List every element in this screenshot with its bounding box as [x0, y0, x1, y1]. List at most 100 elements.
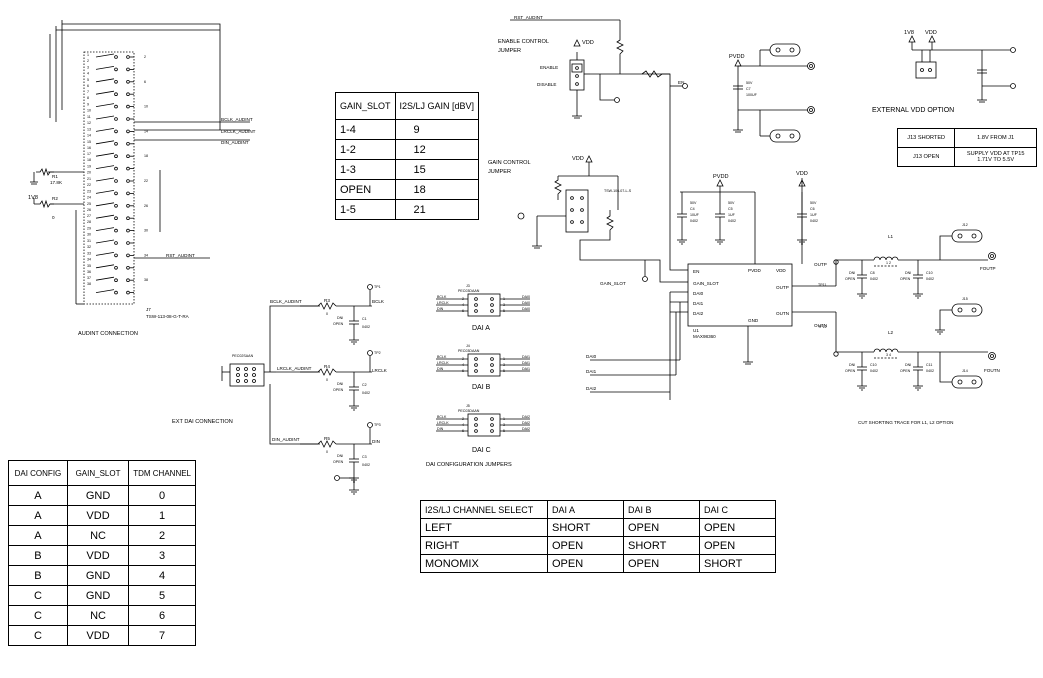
- pin-number: 10: [144, 105, 148, 109]
- dai-table-cell: 5: [128, 585, 196, 606]
- header-pin: [126, 191, 130, 196]
- vdd-u1: VDD: [796, 171, 808, 177]
- pin-number: 34: [87, 257, 91, 261]
- pin-number: 6: [87, 84, 89, 88]
- dai-table-cell: B: [8, 565, 68, 586]
- dai-table-cell: GND: [66, 485, 130, 506]
- dni-label: DNI: [849, 271, 855, 275]
- pin-number: 6: [462, 429, 464, 433]
- jumper-body: [467, 353, 501, 377]
- jumper-part: PEC03DAAN: [458, 349, 480, 353]
- dai-table-cell: A: [8, 525, 68, 546]
- header-pin: [126, 55, 130, 59]
- jumper-pin: [971, 233, 977, 239]
- channel-select-cell: DAI C: [699, 500, 776, 519]
- pin-number: 10: [87, 109, 91, 113]
- channel-select-cell: MONOMIX: [420, 554, 548, 573]
- jumper-pin: [957, 379, 963, 385]
- dai-table-cell: VDD: [66, 545, 130, 566]
- u1-pin-vdd: VDD: [776, 268, 786, 273]
- inductor-coil: [873, 348, 881, 353]
- pin-number: 1 2: [886, 261, 891, 265]
- jumper-signal: DIN: [437, 367, 444, 371]
- channel-select-cell: LEFT: [420, 518, 548, 537]
- header-switch: [95, 190, 115, 194]
- header-pin: [114, 80, 118, 84]
- vdd-gain: VDD: [572, 156, 584, 162]
- ext-din-audint: DIN_AUDINT: [272, 437, 300, 442]
- cap-value: 100UF: [746, 93, 758, 97]
- channel-select-cell: OPEN: [623, 554, 700, 573]
- jumper-ref: J5: [466, 404, 470, 408]
- header-pin: [114, 204, 118, 208]
- gain-table-cell: 18: [394, 179, 480, 200]
- open-label: OPEN: [845, 369, 856, 373]
- pin-number: 11: [87, 115, 91, 119]
- resistor-ref: R5: [324, 436, 330, 441]
- rst-audint-top: RST_AUDINT: [514, 15, 543, 20]
- pin-number: 7: [87, 90, 89, 94]
- net-bclk-audint: BCLK_AUDINT: [221, 117, 253, 122]
- header-pin: [126, 241, 130, 245]
- j7-gain-part: TSW-106-07-L-S: [604, 189, 632, 193]
- net-din: DIN: [372, 439, 380, 444]
- header-switch: [95, 78, 115, 83]
- pin-number: 3: [87, 65, 89, 69]
- header-pin: [126, 117, 130, 121]
- header-pin: [114, 117, 118, 121]
- header-pin: [126, 204, 130, 208]
- ext-bclk-audint: BCLK_AUDINT: [270, 299, 302, 304]
- resistor: [317, 302, 337, 310]
- header-pin: [114, 191, 118, 196]
- wire: [835, 312, 874, 353]
- jumper-signal: DAI0: [522, 295, 530, 299]
- jumper-signal: BCLK: [437, 415, 447, 419]
- cap-size: 0402: [870, 277, 878, 281]
- j13-cell: J13 SHORTED: [896, 128, 956, 148]
- header-pin: [114, 290, 118, 295]
- inductor-coil: [873, 256, 881, 261]
- cut-shorting-label: CUT SHORTING TRACE FOR L1, L2 OPTION: [858, 420, 953, 425]
- dai-a-label: DAI A: [472, 325, 490, 332]
- u1-part: MAX98360: [693, 334, 716, 339]
- output-terminal: [988, 352, 996, 360]
- net-din-audint: DIN_AUDINT: [221, 140, 249, 145]
- header-pin: [114, 241, 118, 245]
- cap-size: 0402: [926, 277, 934, 281]
- pin-number: 38: [144, 278, 148, 282]
- header-switch: [95, 227, 115, 231]
- header-switch: [95, 214, 115, 219]
- header-pin: [114, 228, 118, 233]
- dai-table-cell: 4: [128, 565, 196, 586]
- header-pin: [114, 278, 118, 283]
- test-point: [367, 422, 373, 428]
- jumper-signal: DAI1: [522, 361, 530, 365]
- r1-label: R1: [52, 174, 58, 179]
- decoupling-caps: 50VC410UF040250VC51UF040250VC61UF040250V…: [677, 81, 818, 245]
- jumper-ref: J12: [962, 223, 968, 227]
- inductor-coil: [885, 256, 893, 261]
- dai-table-cell: 6: [128, 605, 196, 626]
- cap-size: 0402: [728, 219, 736, 223]
- v1v8-left: 1V8: [28, 195, 38, 201]
- channel-select-cell: I2S/LJ CHANNEL SELECT: [420, 500, 548, 519]
- dai-table-cell: 3: [128, 545, 196, 566]
- jumper-pin: [474, 369, 478, 373]
- pin-number: 27: [87, 214, 91, 218]
- dai-table-cell: VDD: [66, 625, 130, 646]
- cap-ref: C2: [362, 383, 367, 387]
- channel-select-cell: OPEN: [623, 518, 700, 537]
